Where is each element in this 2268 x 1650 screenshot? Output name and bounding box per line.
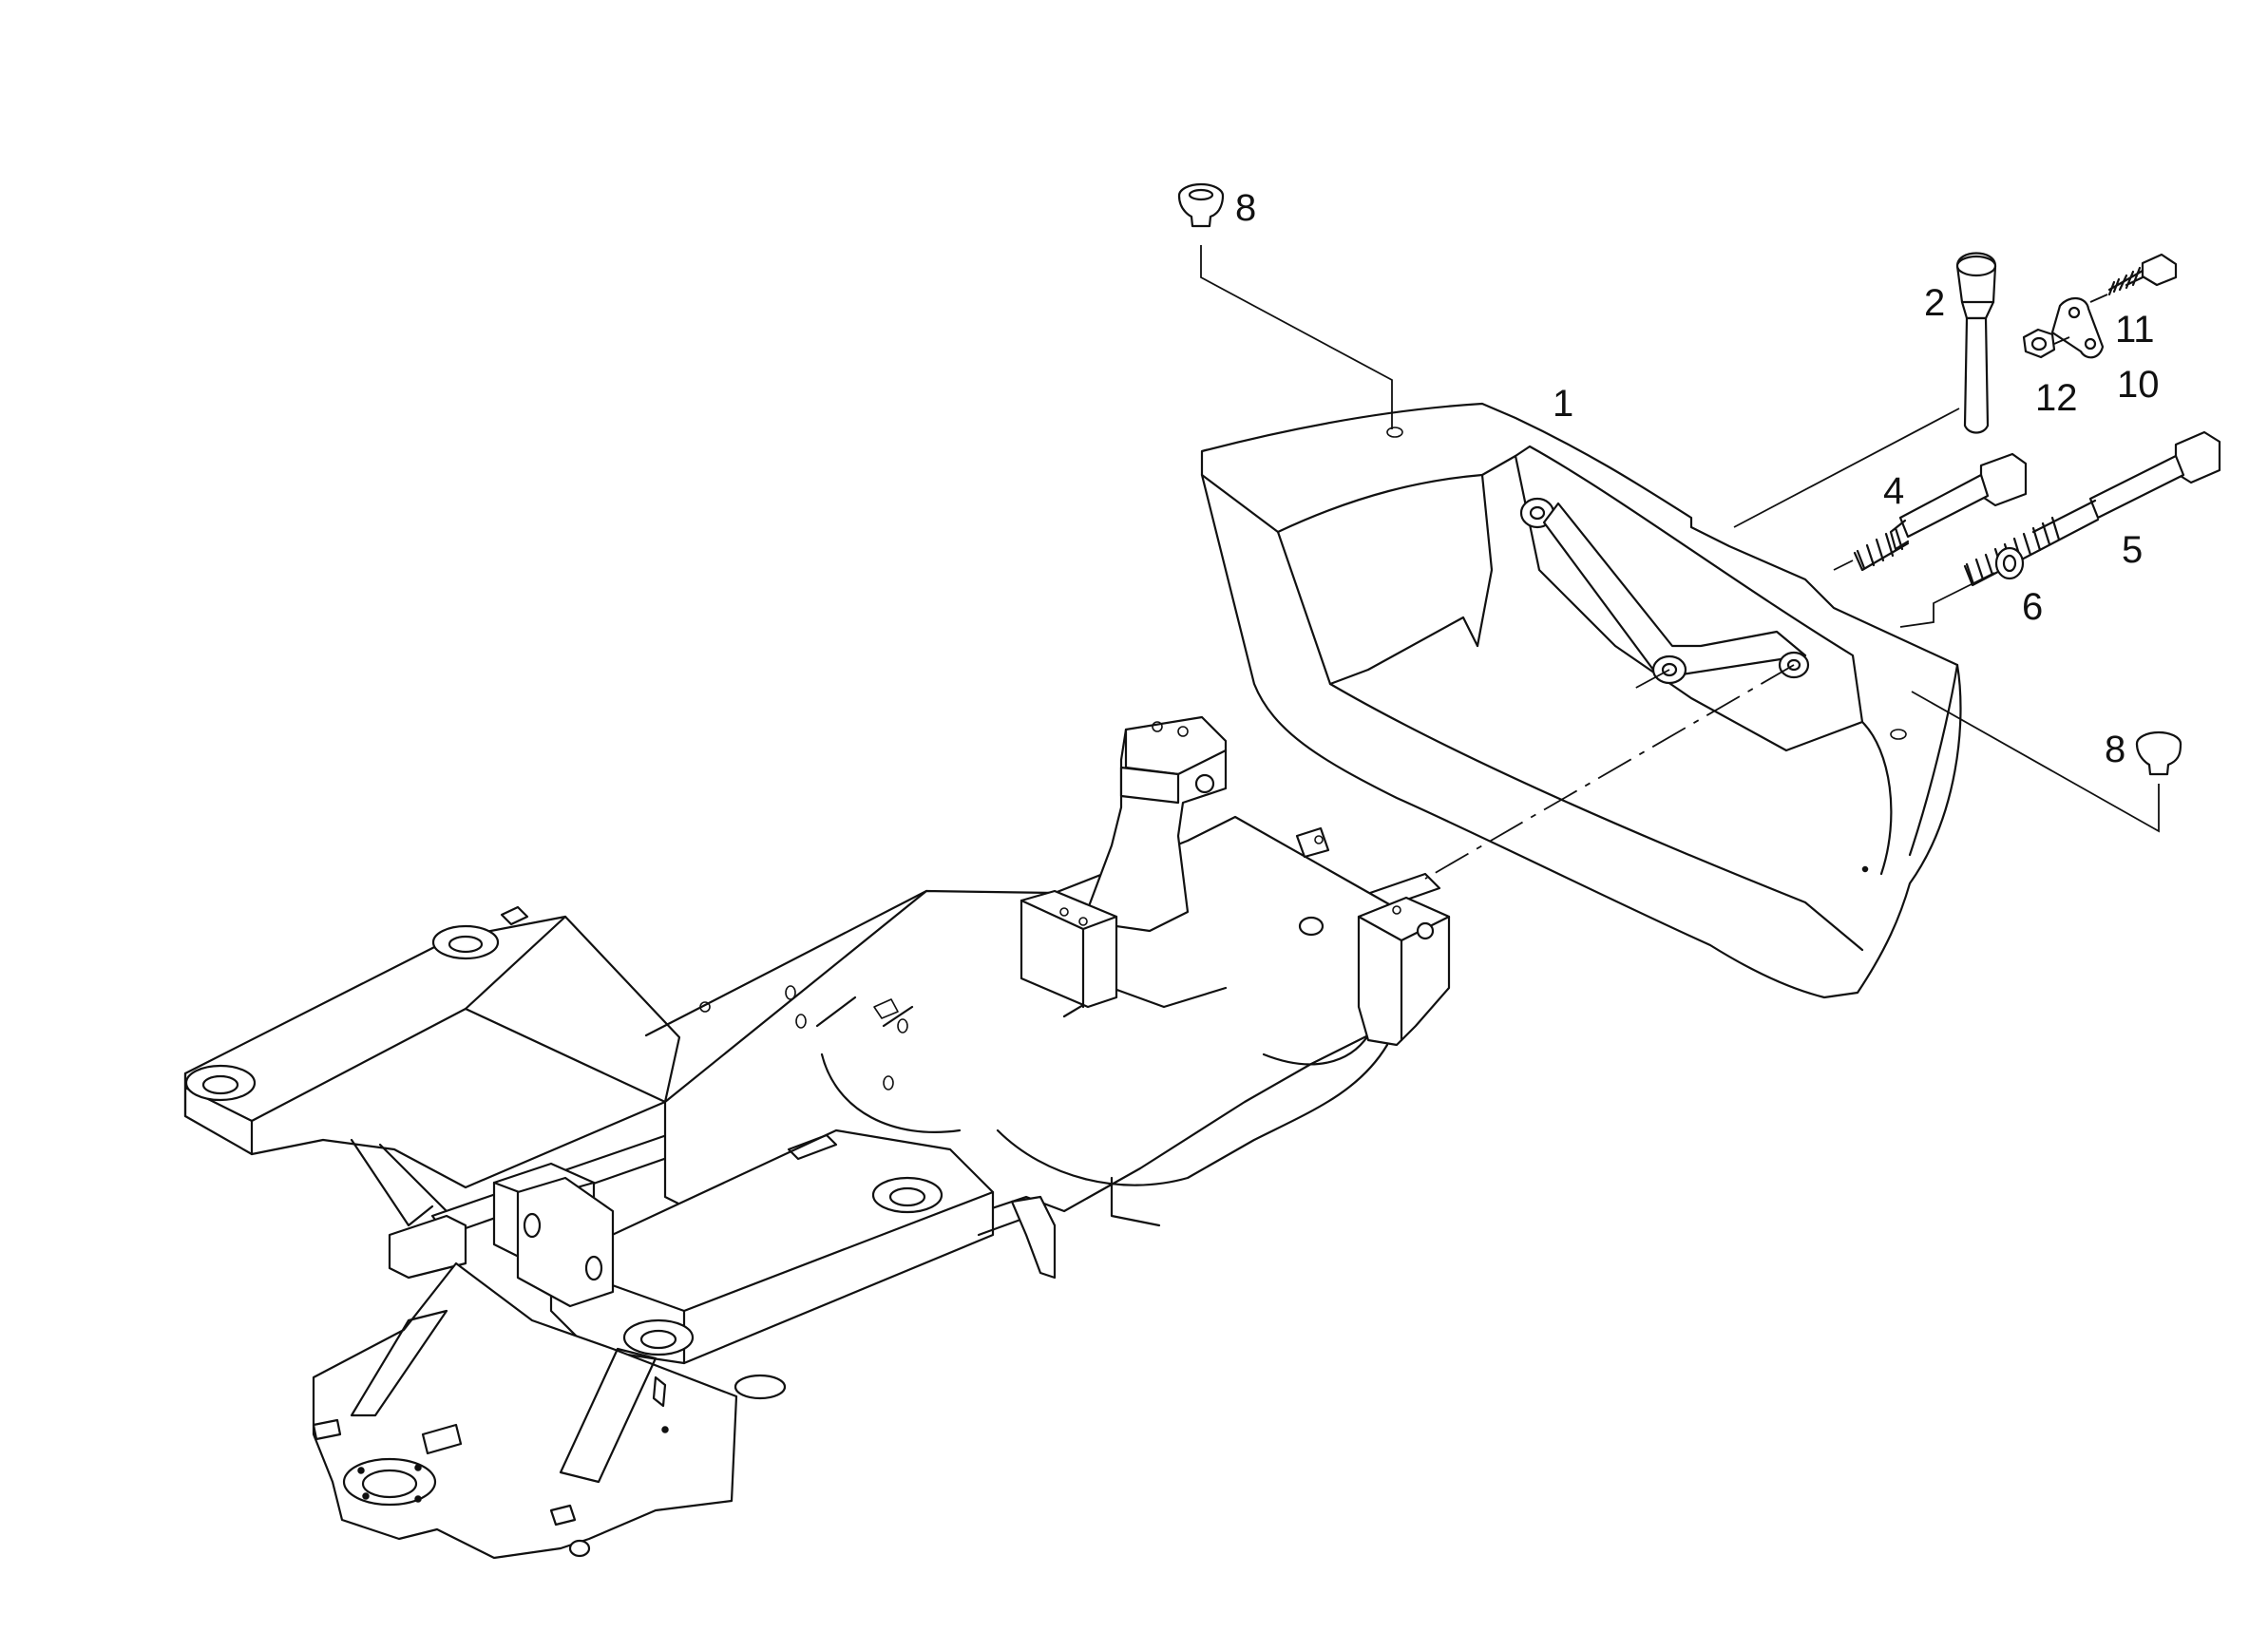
chassis-frame — [183, 715, 1451, 1560]
frame-rear-bracket — [1081, 715, 1330, 937]
pin-part-2 — [1733, 252, 1997, 528]
callout-6: 6 — [2022, 586, 2043, 628]
callout-5: 5 — [2122, 529, 2143, 571]
callout-2: 2 — [1924, 282, 1945, 324]
frame-mount-block — [1020, 889, 1118, 1009]
frame-lower-front — [312, 1261, 787, 1560]
bolt-part-4 — [1833, 452, 2028, 572]
callout-1: 1 — [1553, 383, 1573, 425]
bolt-part-5 — [1963, 430, 2221, 587]
frame-tow-block — [388, 1162, 615, 1308]
washer-part-6 — [1899, 546, 2025, 628]
callout-10: 10 — [2117, 364, 2160, 406]
assembly-centerlines — [1424, 664, 1795, 880]
frame-right-post — [1357, 896, 1451, 1047]
frame-left-arm — [183, 905, 681, 1227]
callout-11: 11 — [2115, 309, 2155, 351]
bracket-part-10 — [2050, 297, 2105, 359]
callout-labels: 8 2 11 12 10 1 4 5 6 8 — [1235, 187, 2160, 770]
bolt-part-11 — [2089, 253, 2178, 303]
callout-12: 12 — [2035, 377, 2078, 419]
frame-front-crossmember — [549, 1128, 1057, 1365]
plug-part-8-top — [1177, 182, 1393, 429]
callout-4: 4 — [1883, 470, 1904, 512]
plug-part-8-right — [1911, 691, 2182, 833]
nut-part-12 — [2022, 328, 2070, 359]
counterweight — [1200, 402, 1962, 999]
callout-8-top: 8 — [1235, 187, 1256, 229]
callout-8-right: 8 — [2105, 729, 2125, 770]
